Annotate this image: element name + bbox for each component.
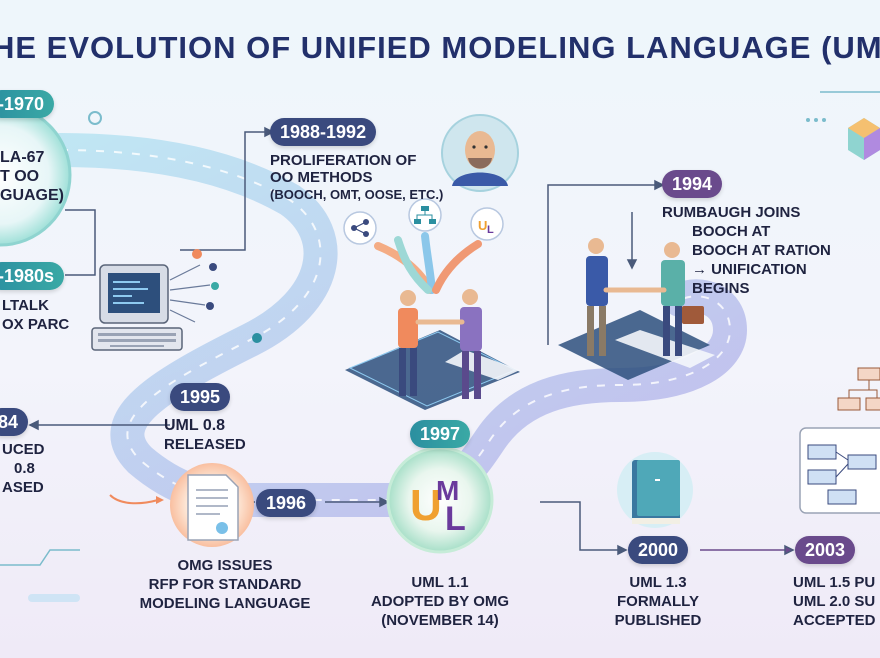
year-badge-1997: 1997	[410, 420, 471, 448]
event-1970-text: LA-67 T OO GUAGE)	[0, 148, 64, 205]
connector-1970	[65, 209, 96, 276]
year-badge-1970: -1970	[0, 90, 55, 118]
event-2000-text: UML 1.3 FORMALLY PUBLISHED	[598, 573, 718, 630]
person-portrait-icon	[441, 114, 519, 192]
event-line: FORMALLY	[617, 593, 699, 610]
event-84-text: UCED 0.8 ASED	[2, 440, 45, 497]
year-badge-2000: 2000	[628, 536, 689, 564]
event-line: RUMBAUGH JOINS	[662, 204, 801, 221]
event-line: UCED	[2, 441, 45, 458]
svg-text:L: L	[487, 224, 494, 236]
event-line: OO METHODS	[270, 169, 373, 186]
event-1994-text: RUMBAUGH JOINS BOOCH AT BOOCH AT RATION …	[662, 203, 831, 298]
event-line: → UNIFICATION	[692, 261, 807, 278]
event-line: OX PARC	[2, 316, 70, 333]
event-1996-text: OMG ISSUES RFP FOR STANDARD MODELING LAN…	[110, 556, 340, 613]
year-badge-84: 84	[0, 408, 29, 436]
event-line: PUBLISHED	[614, 612, 702, 629]
book-icon	[617, 452, 693, 528]
event-line: UML 1.5 PU	[793, 574, 876, 591]
event-line: T OO	[0, 168, 40, 185]
event-1988-text: PROLIFERATION OF OO METHODS (BOOCH, OMT,…	[270, 152, 443, 203]
year-badge-1994: 1994	[662, 170, 723, 198]
svg-text:M: M	[436, 475, 459, 506]
computer-icon	[91, 249, 262, 351]
event-1997-text: UML 1.1 ADOPTED BY OMG (NOVEMBER 14)	[345, 573, 535, 630]
uml-mini-icon: U L	[470, 207, 504, 241]
event-1995-text: UML 0.8 RELEASED	[164, 416, 246, 454]
event-1980s-text: LTALK OX PARC	[2, 296, 69, 334]
event-line: GUAGE)	[0, 187, 64, 204]
svg-text:L: L	[445, 500, 466, 538]
event-line: BEGINS	[692, 280, 750, 297]
event-line: RFP FOR STANDARD	[148, 576, 302, 593]
event-line: (BOOCH, OMT, OOSE, ETC.)	[270, 187, 444, 202]
uml-logo-icon: U M L	[386, 446, 494, 554]
event-line: ACCEPTED	[793, 612, 876, 629]
event-2003-text: UML 1.5 PU UML 2.0 SU ACCEPTED	[793, 573, 876, 630]
page-title: HE EVOLUTION OF UNIFIED MODELING LANGUAG…	[0, 30, 880, 65]
year-badge-1988: 1988-1992	[270, 118, 377, 146]
hierarchy-icon	[408, 198, 442, 232]
share-icon	[343, 211, 377, 245]
year-badge-1996: 1996	[256, 489, 317, 517]
event-line: OMG ISSUES	[177, 557, 273, 574]
event-line: MODELING LANGUAGE	[139, 595, 311, 612]
event-line: UML 1.1	[411, 574, 469, 591]
svg-text:U: U	[478, 218, 487, 233]
event-line: BOOCH AT RATION	[692, 242, 831, 259]
year-badge-2003: 2003	[795, 536, 856, 564]
handshake-icon-1994	[558, 238, 715, 380]
event-line: ADOPTED BY OMG	[370, 593, 510, 610]
diagram-icon	[799, 367, 880, 514]
year-badge-1980s: -1980s	[0, 262, 65, 290]
event-line: UML 0.8	[164, 417, 226, 434]
event-line: UML 2.0 SU	[793, 593, 876, 610]
svg-text:U: U	[410, 481, 442, 530]
document-icon	[109, 463, 254, 547]
event-line: UML 1.3	[629, 574, 687, 591]
cube-icon	[806, 118, 880, 160]
event-line: PROLIFERATION OF	[270, 152, 417, 169]
event-line: LTALK	[2, 297, 49, 314]
event-line: RELEASED	[164, 436, 246, 453]
event-line: (NOVEMBER 14)	[381, 612, 499, 629]
event-line: 0.8	[14, 460, 35, 477]
event-line: ASED	[2, 479, 44, 496]
handshake-icon	[345, 289, 520, 410]
year-badge-1995: 1995	[170, 383, 231, 411]
event-line: LA-67	[0, 149, 45, 166]
event-line: BOOCH AT	[692, 223, 771, 240]
